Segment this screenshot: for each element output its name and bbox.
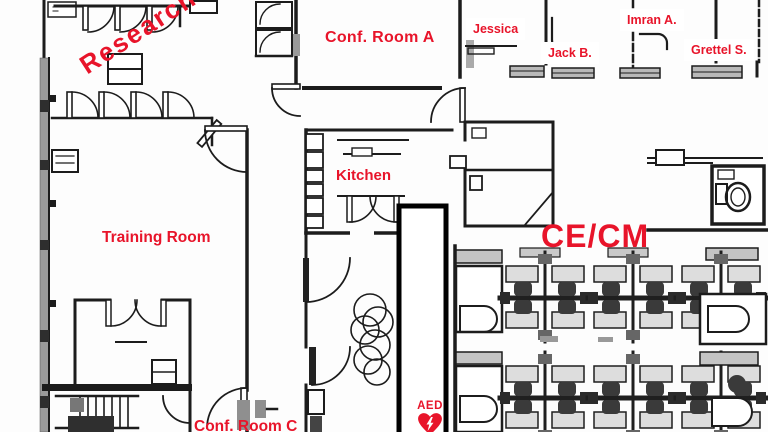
label-conf-room-a: Conf. Room A xyxy=(325,29,435,46)
research-offices xyxy=(50,0,223,149)
restroom-right xyxy=(646,149,768,232)
left-wall xyxy=(39,0,79,432)
kitchen-room xyxy=(304,128,454,238)
corridor-and-chairs xyxy=(303,231,394,432)
label-ce-cm-area: CE/CM xyxy=(541,218,650,254)
restrooms-middle xyxy=(430,87,555,228)
label-jessica-desk: Jessica xyxy=(466,18,526,40)
utility-shaft xyxy=(396,203,449,432)
aed-label: AED xyxy=(417,400,443,412)
aed-marker: AED xyxy=(412,400,448,432)
cecm-cubicles xyxy=(453,244,766,432)
aed-heart-icon xyxy=(418,413,442,432)
label-imran-a-desk: Imran A. xyxy=(620,9,684,31)
label-training-room: Training Room xyxy=(102,229,211,246)
label-conf-room-c: Conf. Room C xyxy=(194,418,298,432)
label-jack-b-desk: Jack B. xyxy=(541,42,599,64)
label-grettel-s-desk: Grettel S. xyxy=(684,39,754,61)
label-kitchen: Kitchen xyxy=(336,167,392,184)
staff-cubicles xyxy=(458,0,761,79)
conf-room-a-walls xyxy=(254,0,442,117)
training-room-walls xyxy=(42,125,279,432)
